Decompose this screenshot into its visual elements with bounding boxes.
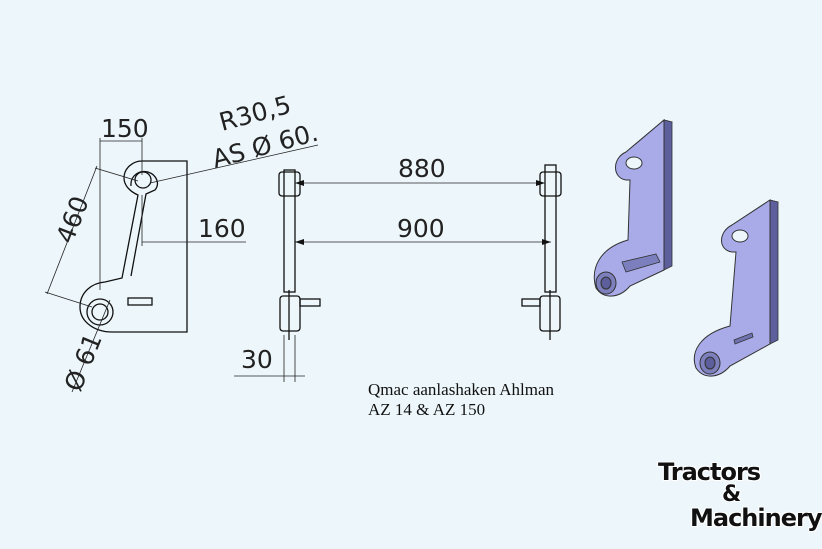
dim-880-label: 880 [398,154,446,183]
hook-slot [130,170,159,277]
dim-460-ext-bottom [44,291,93,308]
right-top-boss [539,171,562,197]
hook-pin-hole [134,171,152,189]
dim-30-label: 30 [241,345,273,374]
left-plate [283,169,296,293]
iso-part-2-face [693,199,771,377]
hole-61-leader [71,299,111,393]
iso-part-2 [693,199,779,377]
side-plate-outline [79,160,188,333]
right-pin [521,298,541,307]
logo-ampersand: & [722,482,741,507]
dim-150-label: 150 [101,114,149,143]
dim-460-label: 460 [51,192,95,247]
iso-part-1-face [593,118,665,297]
lower-eye-inner [91,303,109,321]
dim-460-ext-top [94,167,139,182]
front-view: 880 900 30 [234,154,562,382]
right-plate [544,164,557,293]
logo-word-1: Tractors [658,458,761,486]
side-view: 150 R30,5 AS Ø 60. 460 160 Ø 61 [44,90,321,395]
radius-leader [149,144,319,184]
iso-part-1 [593,118,673,297]
caption-line-2: AZ 14 & AZ 150 [368,400,486,419]
dim-900-label: 900 [397,214,445,243]
hole-61-label: Ø 61 [59,329,108,395]
left-pin [299,298,321,307]
left-top-boss [278,171,301,197]
side-slot [127,297,153,306]
caption-line-1: Qmac aanlashaken Ahlman [368,380,554,399]
dim-160-label: 160 [198,214,246,243]
dim-460-line [46,165,98,295]
logo-word-2: Machinery [690,504,822,532]
left-bottom-boss [279,295,301,332]
